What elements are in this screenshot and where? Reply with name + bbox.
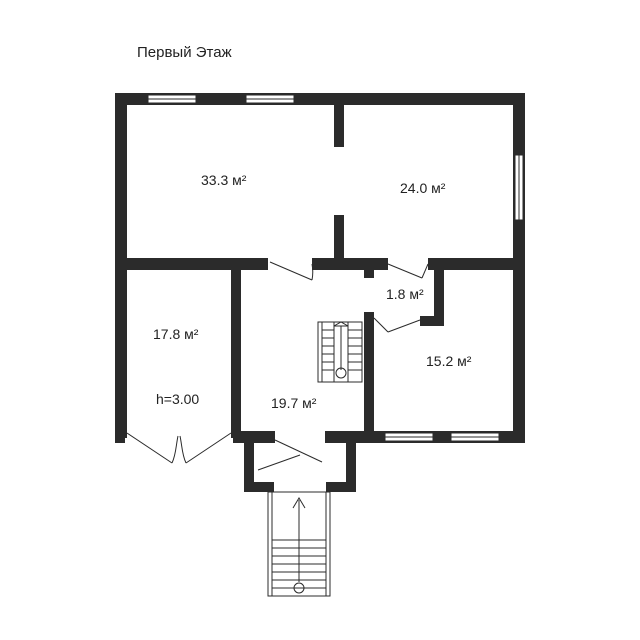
bottom-windows	[384, 432, 500, 442]
interior-walls	[125, 105, 518, 438]
interior-stair	[317, 321, 363, 383]
room-area-label: 33.3 м²	[201, 172, 247, 188]
floor-title: Первый Этаж	[137, 44, 232, 61]
top-windows	[147, 94, 295, 104]
room-area-label: 24.0 м²	[400, 180, 446, 196]
right-window	[514, 154, 524, 221]
doors	[126, 261, 429, 471]
room-area-label: 17.8 м²	[153, 326, 199, 342]
entrance-stair	[267, 491, 331, 597]
room-area-label: 1.8 м²	[386, 286, 424, 302]
vestibule	[244, 440, 356, 492]
room-area-label: 15.2 м²	[426, 353, 472, 369]
ceiling-height-label: h=3.00	[156, 391, 199, 407]
room-area-label: 19.7 м²	[271, 395, 317, 411]
